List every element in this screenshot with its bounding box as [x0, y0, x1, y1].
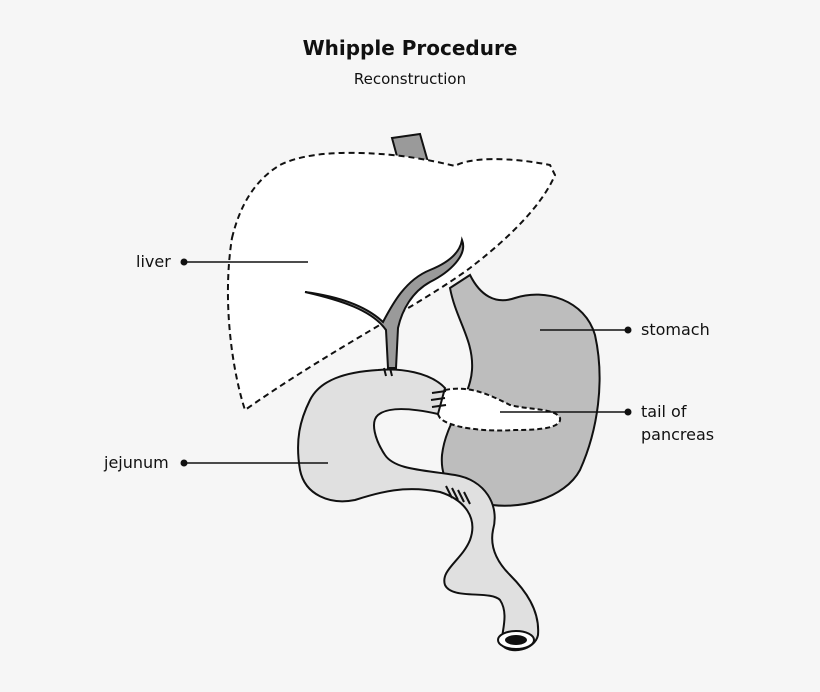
suture-pancreas: [430, 390, 447, 408]
suture-bile-duct: [383, 367, 393, 377]
diagram-subtitle: Reconstruction: [353, 70, 467, 88]
leader-liver: [180, 258, 308, 266]
leader-tail-of-pancreas: [500, 408, 632, 416]
label-jejunum: jejunum: [104, 453, 169, 472]
jejunum-lumen: [505, 635, 527, 645]
diagram-title: Whipple Procedure: [302, 36, 518, 60]
label-stomach: stomach: [641, 320, 710, 339]
liver: [226, 151, 557, 412]
label-tail-of-pancreas-line2: pancreas: [641, 425, 715, 444]
label-liver: liver: [136, 252, 171, 271]
jejunum: [297, 368, 540, 652]
leader-stomach: [540, 326, 632, 334]
leader-jejunum: [180, 459, 328, 467]
suture-stomach: [445, 485, 471, 505]
stomach: [440, 273, 601, 507]
label-tail-of-pancreas-line1: tail of: [641, 402, 687, 421]
tail-of-pancreas: [434, 387, 562, 432]
bile-duct: [304, 236, 465, 369]
